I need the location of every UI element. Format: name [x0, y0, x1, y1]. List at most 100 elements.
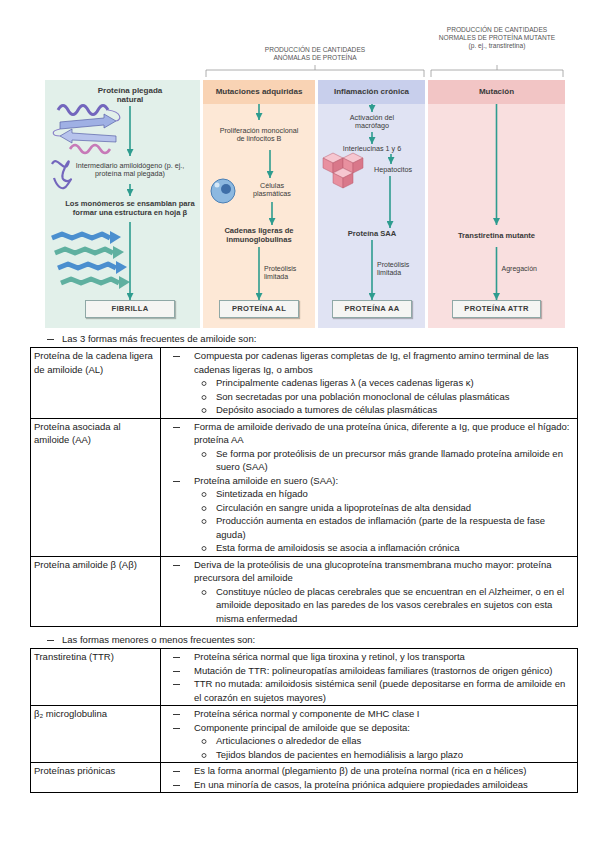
bullet-item: Forma de amiloide derivado de una proteí… — [161, 420, 574, 447]
bullet-item: Es la forma anormal (plegamiento β) de u… — [161, 764, 574, 778]
table-head-cell: Proteínas priónicas — [31, 763, 161, 792]
dash-mark — [173, 657, 180, 658]
bracket-line — [431, 65, 563, 77]
table-body-cell: Compuesta por cadenas ligeras completas … — [161, 348, 577, 418]
table-row: Proteínas priónicas Es la forma anormal (… — [31, 762, 577, 792]
beta-strand — [60, 129, 116, 143]
table-row: Proteína asociada al amiloide (AA)Forma … — [31, 418, 577, 556]
plasma-cell — [211, 179, 235, 203]
dash-mark — [47, 640, 54, 641]
panel-header: Inflamación crónica — [318, 80, 425, 104]
heading-layer: PRODUCCIÓN DE CANTIDADES ANÓMALAS DE PRO… — [0, 0, 599, 330]
bullet-text: Se forma por proteólisis de un precursor… — [216, 447, 574, 474]
sheet-strand — [61, 279, 119, 283]
flow-arrow — [389, 176, 391, 228]
notes-table: Proteína de la cadena ligera de amiloide… — [30, 347, 578, 627]
dash-mark — [173, 356, 180, 357]
bullet-dash — [172, 474, 182, 487]
flow-arrow — [371, 104, 373, 112]
table-row: β₂ microglobulinaProteína sérica normal … — [31, 705, 577, 762]
cube-face — [353, 158, 363, 173]
cell-body — [211, 179, 235, 203]
bullet-item: Constituye núcleo de placas cerebrales q… — [161, 585, 574, 626]
cube-face — [343, 158, 353, 173]
bullet-text: Esta forma de amiloidosis se asocia a in… — [216, 541, 574, 555]
cube-face — [333, 173, 343, 188]
circle-mark — [202, 740, 206, 744]
bullet-circle — [200, 447, 210, 460]
bullet-text: Deriva de la proteólisis de una glucopro… — [194, 558, 574, 585]
bullet-dash — [172, 349, 182, 362]
table-body-cell: Deriva de la proteólisis de una glucopro… — [161, 557, 577, 627]
flow-step: Intermediario amiloidógeno (p. ej., prot… — [70, 156, 190, 184]
cube-face — [323, 158, 333, 173]
pathway-panel: Inflamación crónicaActivación del macróf… — [318, 80, 425, 328]
heading-label: PRODUCCIÓN DE CANTIDADES ANÓMALAS DE PRO… — [255, 46, 375, 62]
flow-arrow — [129, 222, 131, 300]
dash-mark — [47, 339, 54, 340]
flow-arrow — [129, 184, 131, 196]
edge-label: Agregación — [502, 265, 548, 273]
circle-mark — [202, 452, 206, 456]
bullet-text: Son secretadas por una población monoclo… — [216, 390, 574, 404]
bullet-item: Circulación en sangre unida a lipoproteí… — [161, 501, 574, 515]
bullet-circle — [200, 501, 210, 514]
bullet-circle — [200, 541, 210, 554]
table-head-cell: Proteína de la cadena ligera de amiloide… — [31, 348, 161, 418]
bullet-dash — [46, 633, 56, 646]
bullet-item: Principalmente cadenas ligeras λ (a vece… — [161, 376, 574, 390]
bullet-dash — [172, 764, 182, 777]
bullet-text: Es la forma anormal (plegamiento β) de u… — [194, 764, 574, 778]
bullet-text: Depósito asociado a tumores de células p… — [216, 403, 574, 417]
cube-face — [333, 158, 343, 173]
node-text: Los monómeros se ensamblan para formar u… — [60, 200, 200, 217]
node-text: Proliferación monoclonal de linfocitos B — [219, 127, 299, 144]
table-row: Proteína de la cadena ligera de amiloide… — [31, 348, 577, 418]
panel-header: Proteína plegada natural — [85, 84, 175, 106]
bullet-text: Tejidos blandos de pacientes en hemodiál… — [216, 748, 574, 762]
node-text: FIBRILLA — [112, 305, 149, 314]
table-body-cell: Proteína sérica normal que liga tiroxina… — [161, 649, 577, 705]
bullet-circle — [200, 734, 210, 747]
node-text: Mutación — [479, 87, 514, 96]
dash-mark — [173, 671, 180, 672]
result-box: PROTEÍNA AA — [332, 300, 412, 318]
dash-mark — [173, 771, 180, 772]
table-head-cell: Proteína asociada al amiloide (AA) — [31, 419, 161, 556]
flow-arrow — [258, 247, 260, 300]
bullet-item: Se forma por proteólisis de un precursor… — [161, 447, 574, 474]
node-text: PROTEÍNA AA — [344, 305, 399, 314]
node-text: Activación del macrófago — [332, 114, 412, 131]
circle-mark — [202, 520, 206, 524]
bullet-item: Mutación de TTR: polineuropatías amiloid… — [161, 664, 574, 678]
bullet-text: Sintetizada en hígado — [216, 487, 574, 501]
table-head-cell: β₂ microglobulina — [31, 706, 161, 762]
bullet-item: Proteína sérica normal que liga tiroxina… — [161, 650, 574, 664]
table-body-cell: Es la forma anormal (plegamiento β) de u… — [161, 763, 577, 792]
strand-head — [119, 276, 130, 289]
circle-mark — [202, 395, 206, 399]
bullet-item: TTR no mutada: amiloidosis sistémica sen… — [161, 677, 574, 704]
bullet-text: Compuesta por cadenas ligeras completas … — [194, 349, 574, 376]
bullet-dash — [172, 721, 182, 734]
dash-mark — [173, 565, 180, 566]
loop — [53, 110, 120, 136]
edge-label: Proteólisis limitada — [264, 265, 310, 281]
node-text: PROTEÍNA ATTR — [464, 305, 528, 314]
flow-arrow — [271, 202, 273, 225]
result-box: PROTEÍNA ATTR — [452, 300, 541, 318]
bullet-item: Sintetizada en hígado — [161, 487, 574, 501]
table-head-cell: Proteína amiloide β (Aβ) — [31, 557, 161, 627]
bullet-item: Proteína amiloide en suero (SAA): — [161, 474, 574, 488]
bullet-item: Deriva de la proteólisis de una glucopro… — [161, 558, 574, 585]
node-text: PROTEÍNA AL — [232, 305, 286, 314]
bracket-line — [206, 65, 424, 77]
bullet-item: Depósito asociado a tumores de células p… — [161, 403, 574, 417]
cube-face — [343, 153, 363, 163]
dash-mark — [173, 427, 180, 428]
result-box: FIBRILLA — [85, 300, 175, 318]
intro-line: Las 3 formas más frecuentes de amiloide … — [0, 330, 599, 347]
misfolded-protein — [52, 161, 71, 188]
bullet-circle — [200, 748, 210, 761]
